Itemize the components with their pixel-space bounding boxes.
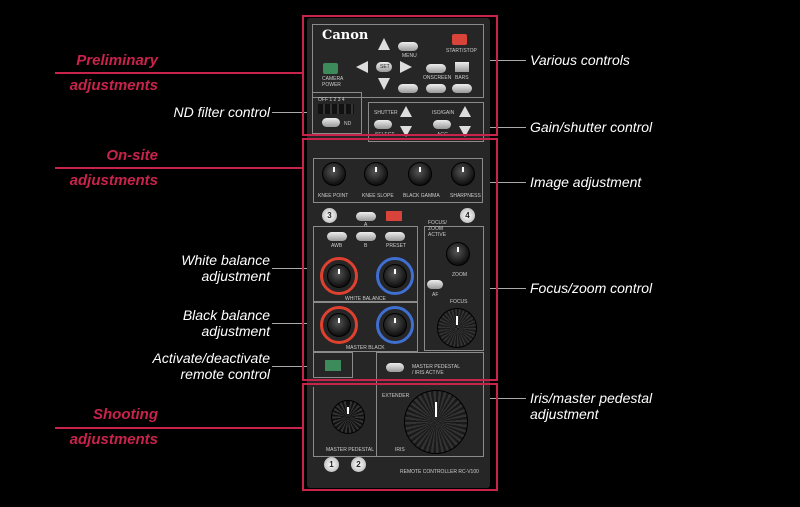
camera-power-button[interactable] xyxy=(323,63,338,74)
start-stop-button[interactable] xyxy=(452,34,467,45)
gain-up-button[interactable] xyxy=(459,106,471,117)
canon-logo: Canon xyxy=(322,28,369,43)
function-button[interactable] xyxy=(398,84,418,93)
arrow-right-button[interactable] xyxy=(400,61,412,73)
custom-button-3[interactable]: 3 xyxy=(322,208,337,223)
function-button[interactable] xyxy=(426,84,446,93)
zoom-knob[interactable] xyxy=(446,242,470,266)
bars-button[interactable] xyxy=(455,62,469,72)
custom-button-2[interactable]: 2 xyxy=(351,457,366,472)
custom-button-4[interactable]: 4 xyxy=(460,208,475,223)
nd-button[interactable] xyxy=(322,118,340,127)
extender-button[interactable] xyxy=(386,363,404,372)
black-blue-knob[interactable] xyxy=(383,313,407,337)
master-pedestal-knob[interactable] xyxy=(331,400,365,434)
wb-a-button[interactable] xyxy=(356,212,376,221)
awb-button[interactable] xyxy=(327,232,347,241)
nd-filter-indicator xyxy=(318,104,354,114)
wb-b-button[interactable] xyxy=(356,232,376,241)
label-nd-filter: ND filter control xyxy=(173,104,270,120)
wb-red-button[interactable] xyxy=(386,211,402,221)
shutter-select-button[interactable] xyxy=(374,120,392,129)
black-red-knob[interactable] xyxy=(327,313,351,337)
onscreen-button[interactable] xyxy=(426,64,446,73)
focus-dial[interactable] xyxy=(437,308,477,348)
zone-on-site xyxy=(302,138,498,381)
wb-red-knob[interactable] xyxy=(327,264,351,288)
af-button[interactable] xyxy=(427,280,443,289)
wb-blue-knob[interactable] xyxy=(383,264,407,288)
iris-dial[interactable] xyxy=(404,390,468,454)
label-gain-shutter: Gain/shutter control xyxy=(530,119,653,135)
black-gamma-knob[interactable] xyxy=(408,162,432,186)
arrow-left-button[interactable] xyxy=(356,61,368,73)
shutter-up-button[interactable] xyxy=(400,106,412,117)
arrow-down-button[interactable] xyxy=(378,78,390,90)
knee-point-knob[interactable] xyxy=(322,162,346,186)
shutter-down-button[interactable] xyxy=(400,126,412,137)
custom-button-1[interactable]: 1 xyxy=(324,457,339,472)
arrow-up-button[interactable] xyxy=(378,38,390,50)
model-label: REMOTE CONTROLLER RC-V100 xyxy=(400,469,479,475)
preset-button[interactable] xyxy=(385,232,405,241)
knee-slope-knob[interactable] xyxy=(364,162,388,186)
zone-preliminary xyxy=(302,15,498,136)
label-various-controls: Various controls xyxy=(530,52,630,68)
label-focus-zoom: Focus/zoom control xyxy=(530,280,653,296)
remote-activate-button[interactable] xyxy=(325,360,341,371)
label-image-adjustment: Image adjustment xyxy=(530,174,642,190)
menu-button[interactable] xyxy=(398,42,418,51)
function-button[interactable] xyxy=(452,84,472,93)
sharpness-knob[interactable] xyxy=(451,162,475,186)
set-button[interactable]: SET xyxy=(380,64,390,70)
gain-down-button[interactable] xyxy=(459,126,471,137)
agc-button[interactable] xyxy=(433,120,451,129)
zone-shooting xyxy=(302,383,498,491)
